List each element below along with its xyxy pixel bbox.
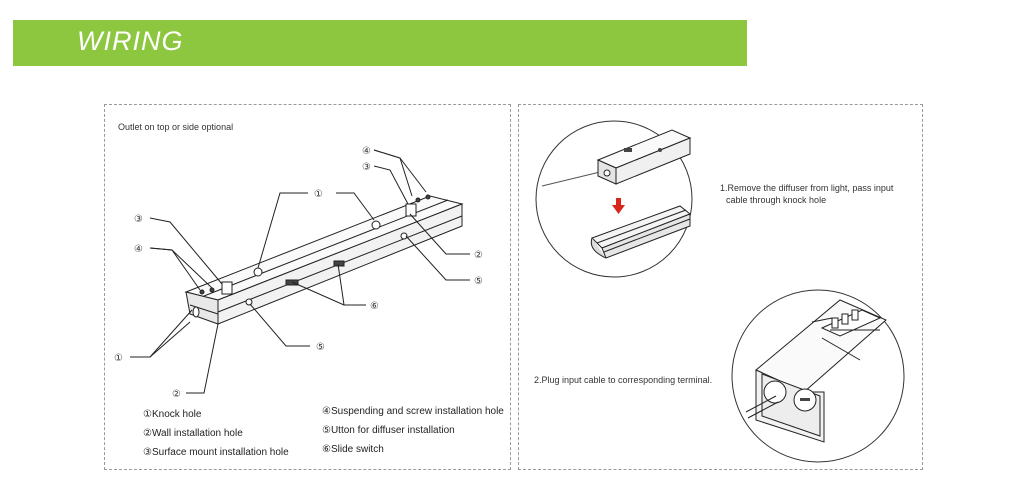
callout-5-bottom: ⑤ bbox=[316, 342, 325, 353]
step1-detail-illustration bbox=[535, 120, 693, 278]
step2-text: 2.Plug input cable to corresponding term… bbox=[534, 375, 713, 385]
leader-lines bbox=[130, 149, 470, 394]
legend-item-diffuser-button: ⑤Utton for diffuser installation bbox=[322, 425, 455, 436]
callout-5-right: ⑤ bbox=[474, 276, 483, 287]
callout-numbers: ① ④ ③ ② ⑤ ⑥ ⑤ ③ ④ ① ② bbox=[114, 146, 483, 400]
callout-2-right: ② bbox=[474, 250, 483, 261]
fixture-body bbox=[184, 194, 464, 325]
down-arrow-icon bbox=[612, 198, 625, 214]
page-title: WIRING bbox=[77, 26, 184, 56]
callout-2-bottom: ② bbox=[172, 389, 181, 400]
header-banner: WIRING bbox=[13, 20, 747, 66]
callout-6: ⑥ bbox=[370, 301, 379, 312]
step1-text-line1: 1.Remove the diffuser from light, pass i… bbox=[720, 183, 894, 193]
legend-item-suspending-screw-hole: ④Suspending and screw installation hole bbox=[322, 406, 504, 417]
fixture-diagram-panel bbox=[104, 104, 511, 470]
callout-4-top: ④ bbox=[362, 146, 371, 157]
step2-detail-illustration bbox=[731, 289, 905, 463]
legend-item-wall-installation-hole: ②Wall installation hole bbox=[143, 428, 243, 439]
callout-3-top: ③ bbox=[362, 162, 371, 173]
callout-4-left: ④ bbox=[134, 244, 143, 255]
legend-item-slide-switch: ⑥Slide switch bbox=[322, 444, 384, 455]
callout-3-left: ③ bbox=[134, 214, 143, 225]
legend-item-knock-hole: ①Knock hole bbox=[143, 409, 202, 420]
step1-text-line2: cable through knock hole bbox=[726, 195, 827, 205]
outlet-caption: Outlet on top or side optional bbox=[118, 122, 234, 132]
legend-item-surface-mount-hole: ③Surface mount installation hole bbox=[143, 447, 289, 458]
callout-1-left: ① bbox=[114, 353, 123, 364]
wiring-steps-panel bbox=[518, 104, 923, 470]
callout-1-top: ① bbox=[314, 189, 323, 200]
